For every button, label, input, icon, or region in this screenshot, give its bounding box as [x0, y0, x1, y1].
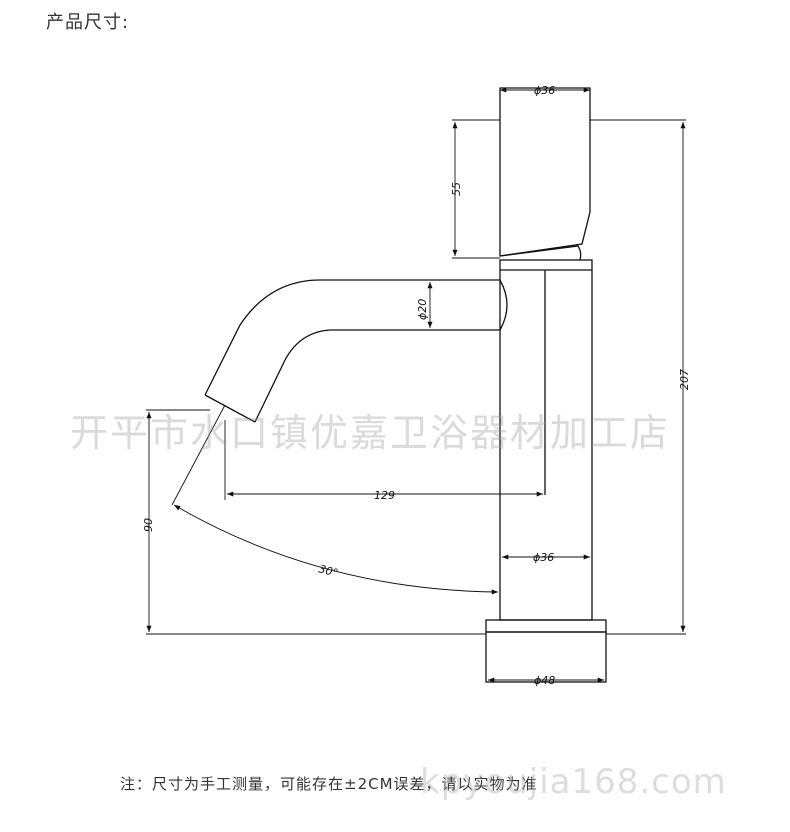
spout-tip — [204, 394, 256, 423]
handle-block — [499, 87, 591, 257]
url-watermark: kpyoujia168.com — [420, 762, 727, 802]
dim-spout-reach: 129 — [374, 489, 395, 502]
dim-spout-angle: 30° — [317, 562, 339, 580]
page-title: 产品尺寸: — [46, 12, 130, 33]
dim-base-diameter: ϕ48 — [534, 674, 555, 687]
measurement-footnote: 注：尺寸为手工测量，可能存在±2CM误差，请以实物为准 — [120, 775, 538, 793]
dim-top-handle-diameter: ϕ36 — [534, 84, 555, 97]
spout-inner — [254, 329, 500, 423]
shop-watermark: 开平市水口镇优嘉卫浴器材加工店 — [70, 411, 671, 455]
handle-seat — [499, 245, 582, 261]
dimension-lines — [146, 87, 686, 683]
dim-spout-height: 90 — [142, 518, 155, 532]
dim-total-height: 207 — [678, 369, 691, 390]
dim-spout-diameter: ϕ20 — [416, 299, 429, 320]
spout-joint — [499, 279, 508, 331]
base-ring — [485, 619, 607, 633]
dim-handle-height: 55 — [450, 182, 463, 196]
dim-body-diameter: ϕ36 — [533, 551, 554, 564]
faucet-outline — [204, 87, 607, 683]
spout-outer — [204, 279, 500, 396]
